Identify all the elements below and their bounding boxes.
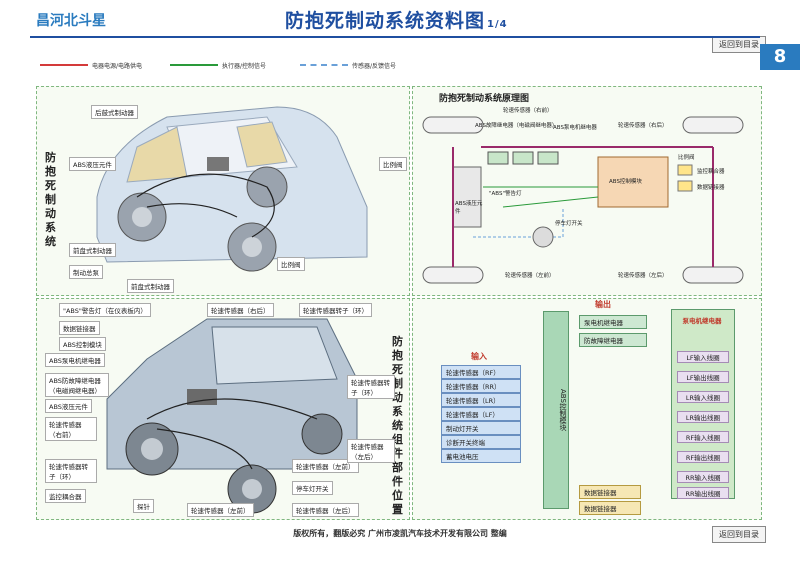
label-data-link-b: 数据链接器	[59, 321, 100, 335]
label-monitor-coupler: 监控耦合器	[697, 169, 725, 175]
label-ws-ring-lf-b: 轮速传感器（左前）	[187, 503, 254, 517]
coil-lf-out: LF输出线圈	[677, 371, 729, 383]
brand-label: 昌河北斗星	[36, 13, 106, 29]
input-diagnostic-terminal: 诊断开关终端	[441, 435, 521, 449]
label-ws-rr-b: 轮速传感器（右后）	[207, 303, 274, 317]
label-ws-lf-b: 轮速传感器（左前）	[292, 459, 359, 473]
car-illustration-bottom	[106, 318, 358, 514]
back-to-toc-button-bottom[interactable]: 返回到目录	[712, 526, 766, 543]
label-abs-hydraulic: ABS液压元件	[455, 201, 483, 215]
header-divider	[30, 36, 760, 38]
back-to-toc-button[interactable]: 返回到目录	[712, 36, 766, 53]
label-abs-warning: "ABS"警告灯（在仪表板内）	[59, 303, 151, 317]
coil-rf-in: RF输入线圈	[677, 431, 729, 443]
coil-lr-out: LR输出线圈	[677, 411, 729, 423]
label-ws-ring-rf: 轮速传感器转子（环）	[347, 375, 395, 399]
legend-line-sensor	[300, 64, 348, 66]
input-title: 输入	[471, 352, 487, 361]
panel-bottom-left: 防抱死制动系统组件部件位置 "ABS"警告灯（在仪表板内） 轮速传感器（右后） …	[36, 298, 410, 520]
bottom-left-vertical-title: 防抱死制动系统组件部件位置	[392, 335, 403, 516]
label-ws-lr: 轮速传感器（左后）	[618, 273, 668, 279]
coil-rr-out: RR输出线圈	[677, 487, 729, 499]
legend-actuator-label: 执行器/控制信号	[222, 63, 267, 70]
panel-top-right: 防抱死制动系统原理图 轮速传感器（右前） ABS故障继电器（电磁阀继电器） AB…	[412, 86, 762, 296]
label-stop-switch: 停车灯开关	[555, 221, 583, 227]
label-ws-ring-lf: 轮速传感器转子（环）	[45, 459, 97, 483]
label-front-disc-brake-2: 前盘式制动器	[127, 279, 174, 293]
input-brake-light-switch: 制动灯开关	[441, 421, 521, 435]
label-prop-valve: 比例阀	[678, 155, 695, 161]
coil-lf-in: LF输入线圈	[677, 351, 729, 363]
label-fail-relay-b: ABS防故障继电器（电磁阀继电器）	[45, 373, 109, 397]
label-stop-switch-b: 停车灯开关	[292, 481, 333, 495]
output-title: 输出	[595, 300, 611, 309]
input-ws-rf: 轮速传感器（RF）	[441, 365, 521, 379]
legend-power-label: 电器电源/电路供电	[92, 63, 143, 70]
label-proportioning-valve-2: 比例阀	[277, 257, 305, 271]
coil-rf-out: RF输出线圈	[677, 451, 729, 463]
label-abs-warning-light: "ABS"警告灯	[489, 191, 522, 197]
input-battery-voltage: 蓄电池电压	[441, 449, 521, 463]
label-abs-hydraulic-unit: ABS液压元件	[69, 157, 116, 171]
label-hydraulic-b: ABS液压元件	[45, 399, 92, 413]
label-rear-drum-brake: 后鼓式制动器	[91, 105, 138, 119]
relay-failsafe: 防故障继电器	[579, 333, 647, 347]
legend-line-actuator	[170, 64, 218, 66]
label-abs-module: ABS控制模块	[609, 179, 642, 185]
label-master-cylinder: 制动总泵	[69, 265, 103, 279]
output-group	[671, 309, 735, 499]
label-ws-ring-rr: 轮速传感器转子（环）	[299, 303, 372, 317]
relay-pump: 泵电机继电器	[579, 315, 647, 329]
page-number-badge: 8	[760, 44, 800, 70]
label-pump-relay-b: ABS泵电机继电器	[45, 353, 105, 367]
label-probe: 探针	[133, 499, 154, 513]
data-link-1: 数据链接器	[579, 485, 641, 499]
label-monitor-coupler-b: 监控耦合器	[45, 489, 86, 503]
label-data-link: 数据链接器	[697, 185, 725, 191]
schematic-title: 防抱死制动系统原理图	[439, 94, 530, 104]
label-abs-pump-relay: ABS泵电机继电器	[553, 125, 597, 131]
legend-sensor-label: 传感器/反馈信号	[352, 63, 397, 70]
top-left-vertical-title: 防抱死制动系统	[45, 151, 56, 248]
legend-line-power	[40, 64, 88, 66]
input-ws-lf: 轮速传感器（LF）	[441, 407, 521, 421]
label-ws-rr: 轮速传感器（右后）	[618, 123, 668, 129]
label-abs-module-b: ABS控制模块	[59, 337, 106, 351]
label-ws-lr-ring: 轮速传感器（左后）	[347, 439, 395, 463]
footer-copyright: 版权所有，翻版必究 广州市凌凯汽车技术开发有限公司 整编	[293, 529, 507, 538]
label-ws-lr-b: 轮速传感器（左后）	[292, 503, 359, 517]
data-link-2: 数据链接器	[579, 501, 641, 515]
abs-control-module-block: ABS控制模块	[543, 311, 569, 509]
abs-schematic	[422, 116, 744, 284]
label-ws-rf-b: 轮速传感器（右前）	[45, 417, 97, 441]
label-proportioning-valve-1: 比例阀	[379, 157, 407, 171]
label-ws-lf: 轮速传感器（左前）	[505, 273, 555, 279]
pump-relay-output: 泵电机继电器	[682, 317, 722, 325]
input-ws-lr: 轮速传感器（LR）	[441, 393, 521, 407]
panel-bottom-right: 输入 轮速传感器（RF） 轮速传感器（RR） 轮速传感器（LR） 轮速传感器（L…	[412, 298, 762, 520]
coil-lr-in: LR输入线圈	[677, 391, 729, 403]
label-ws-rf: 轮速传感器（右前）	[503, 108, 553, 114]
coil-rr-in: RR输入线圈	[677, 471, 729, 483]
input-ws-rr: 轮速传感器（RR）	[441, 379, 521, 393]
panel-top-left: 防抱死制动系统 后鼓式制动器 ABS液压元件 比例阀 前盘式制动器 制动总泵 比…	[36, 86, 410, 296]
label-abs-fail-relay: ABS故障继电器（电磁阀继电器）	[475, 123, 558, 129]
label-front-disc-brake-1: 前盘式制动器	[69, 243, 116, 257]
car-illustration-top	[96, 106, 368, 272]
